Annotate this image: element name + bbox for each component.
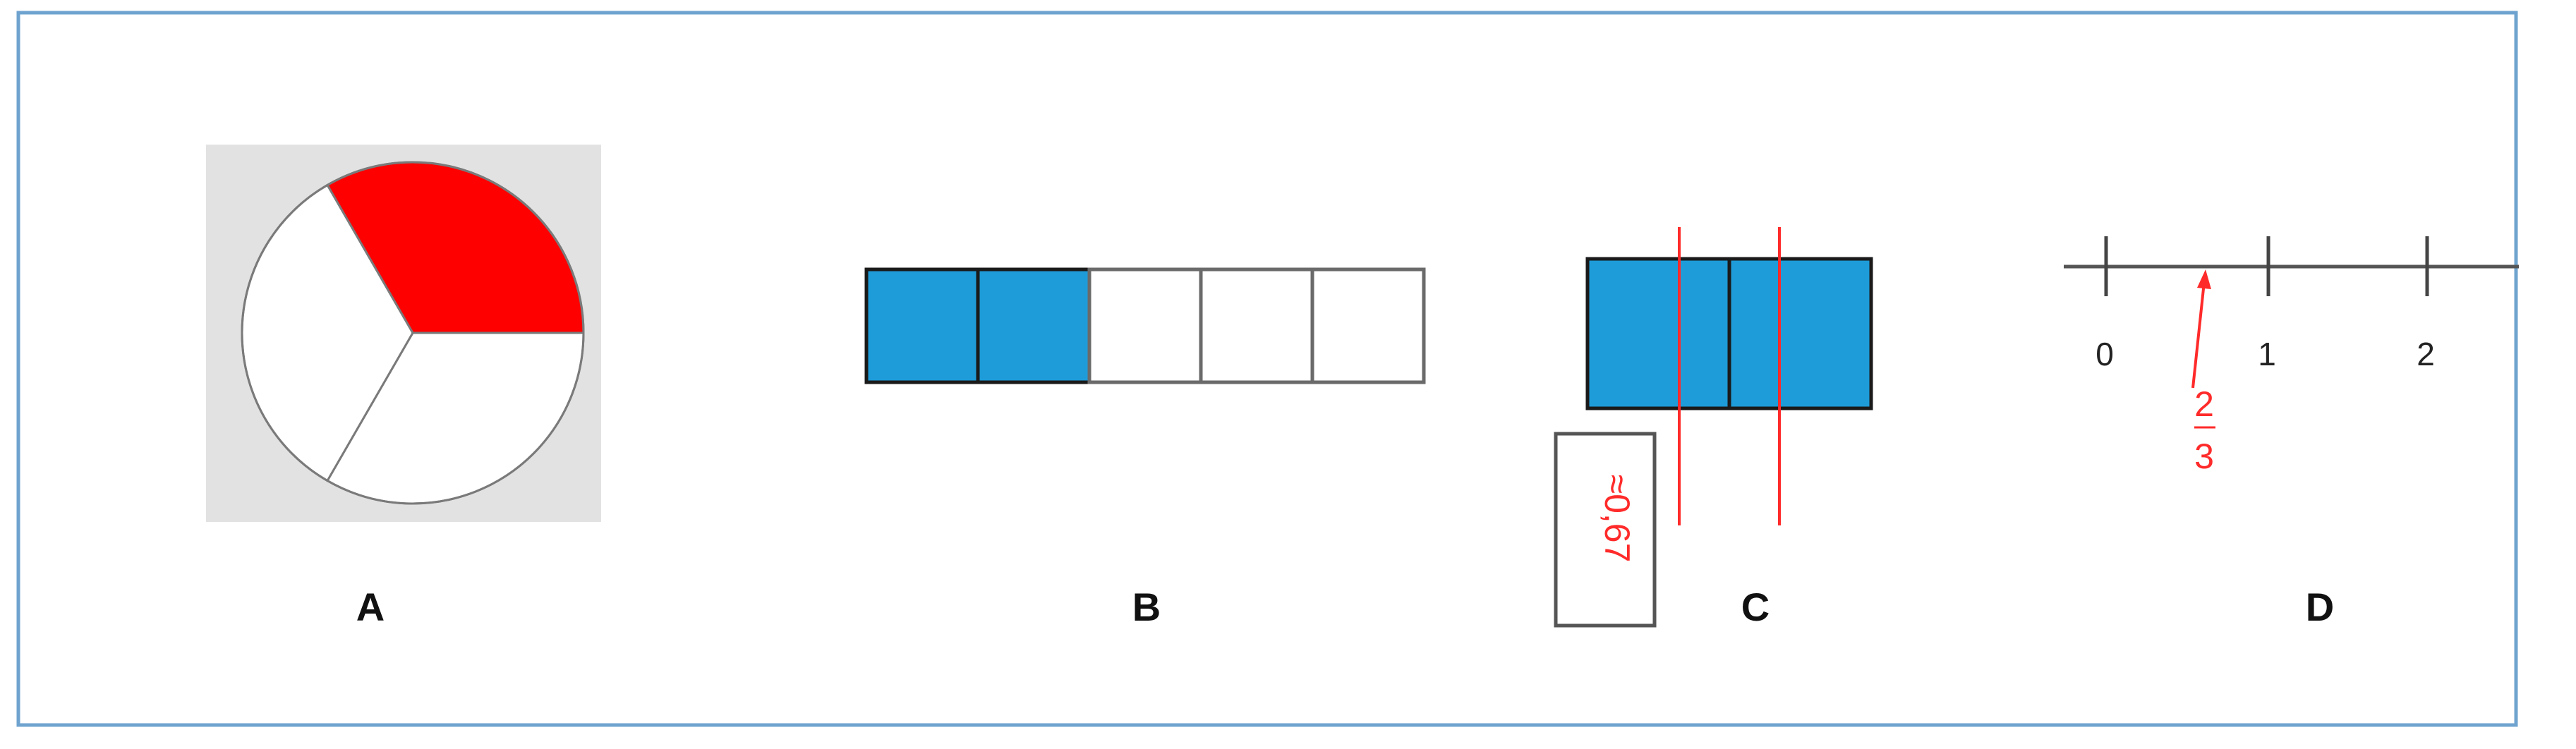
panel-b: B	[864, 267, 1426, 629]
decimal-approximation: ≈0,67	[1597, 475, 1637, 563]
panel-label-a: A	[356, 585, 385, 629]
panel-d: 0 1 2 2 3 D	[2064, 236, 2519, 629]
number-line-tick-label: 1	[2258, 336, 2276, 372]
number-line-tick-label: 2	[2417, 336, 2435, 372]
decimal-box	[1554, 432, 1657, 628]
panel-label-c: C	[1741, 585, 1770, 629]
bar-model-two-parts	[1585, 257, 1873, 410]
bar-cell	[1585, 257, 1731, 410]
number-line-tick-label: 0	[2096, 336, 2114, 372]
bar-model-five-parts	[864, 267, 1426, 384]
panel-a: A	[206, 145, 601, 629]
bar-cell	[1727, 257, 1873, 410]
number-line-ticks: 0 1 2	[2096, 236, 2435, 372]
fraction-pointer-arrow	[2191, 281, 2206, 389]
panel-c: ≈0,67 C	[1554, 227, 1873, 629]
fraction-denominator: 3	[2194, 437, 2214, 476]
pie-outline	[241, 161, 585, 505]
panel-label-d: D	[2306, 585, 2334, 629]
bar-cell	[1087, 267, 1203, 384]
fraction-numerator: 2	[2194, 384, 2214, 424]
bar-cell	[976, 267, 1092, 384]
arrow-head-icon	[2197, 269, 2211, 289]
pie-chart	[241, 161, 585, 505]
bar-cell	[1310, 267, 1426, 384]
panel-label-b: B	[1132, 585, 1161, 629]
bar-cell	[864, 267, 980, 384]
bar-cell	[1199, 267, 1314, 384]
